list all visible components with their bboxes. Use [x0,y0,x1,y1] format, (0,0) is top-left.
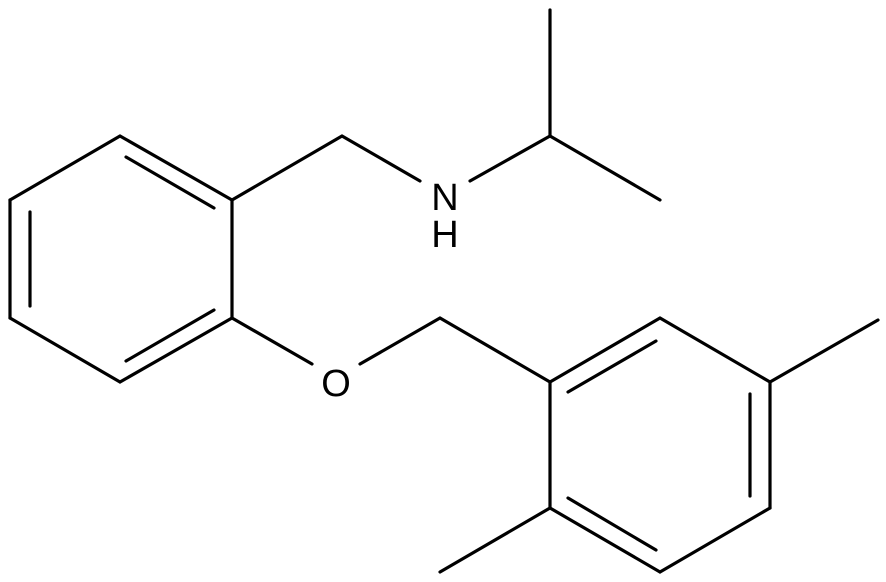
nitrogen-hydrogen-label: H [431,214,458,256]
bond-ring2-methyl-upper [768,318,880,384]
bond-ring2-c1-c2 [548,316,662,384]
bond-ring2-c2-c3 [658,316,772,384]
bond-ring1-c1-c2 [118,134,234,202]
bond-ring2-c5-c6-inner [566,496,658,552]
bond-ring1-c3-c4-inner [124,308,216,363]
bond-ring1-c1-c2-inner [124,155,216,210]
bond-ring2-c1-c2-inner [566,339,658,394]
bond-ch2-n [340,134,422,183]
bond-ring2-c4-c5 [658,506,772,574]
bond-ring1-c4-c5 [8,316,122,384]
bond-ring-ch2 [230,134,344,202]
bond-ring-o [230,316,314,366]
dimethylphenyl-ring [438,316,880,574]
aminomethyl-chain [230,8,662,202]
bond-ch2-ring2 [438,316,552,384]
bond-ring2-methyl-lower [438,506,552,574]
bond-o-ch2 [358,316,442,366]
bond-ring1-c6-c1 [8,134,122,202]
bond-ch-methyl-right [548,134,662,202]
bond-ring1-c3-c4 [118,316,234,384]
oxygen-label: O [321,363,351,405]
bond-ring2-c5-c6 [548,506,662,574]
nitrogen-label: N [431,177,458,219]
ether-linkage [230,316,552,384]
benzene-ring [8,134,234,384]
bond-n-ch [468,134,552,183]
